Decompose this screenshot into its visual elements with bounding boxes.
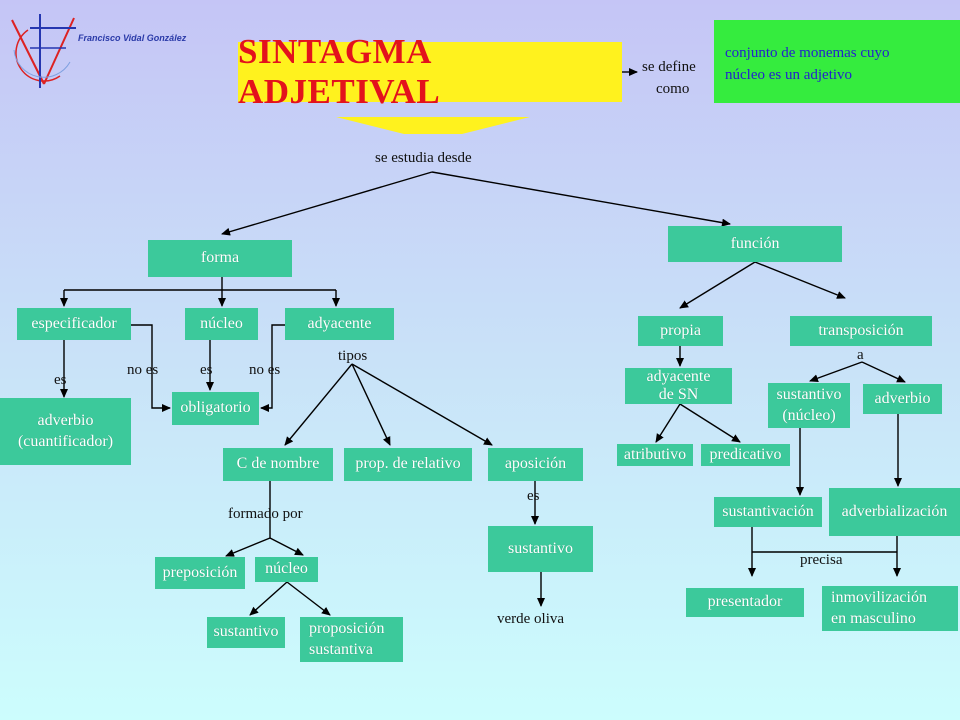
connector-arrow <box>286 581 331 616</box>
node-label: sustantivo <box>508 539 573 557</box>
node-label: adyacente <box>307 314 372 332</box>
root-label: se estudia desde <box>375 150 472 166</box>
node-sustantivacion: sustantivación <box>714 497 822 527</box>
node-label: predicativo <box>709 445 782 463</box>
node-c-de-nombre: C de nombre <box>223 448 333 481</box>
node-adyacente: adyacente <box>285 308 394 340</box>
node-label: (núcleo) <box>782 406 836 424</box>
node-forma: forma <box>148 240 292 277</box>
node-label: proposición <box>309 619 385 637</box>
connector-arrow <box>284 363 353 446</box>
connector-arrow <box>679 403 741 443</box>
node-label: prop. de relativo <box>355 455 461 473</box>
node-label: sustantivación <box>722 502 814 520</box>
node-obligatorio: obligatorio <box>172 392 259 425</box>
logo-stroke <box>15 29 61 82</box>
node-label: en masculino <box>831 609 916 627</box>
title-pointer <box>336 117 530 134</box>
node-label: forma <box>200 249 240 267</box>
node-proposicion-sustantiva: proposición sustantiva <box>300 617 403 662</box>
connector-arrow <box>351 363 493 446</box>
define-connector-label: como <box>656 81 690 97</box>
node-sustantivo-nucleo: sustantivo (núcleo) <box>768 383 850 428</box>
edge-label-no-es: no es <box>127 362 159 378</box>
definition-text: núcleo es un adjetivo <box>725 67 853 83</box>
logo-stroke <box>13 49 71 78</box>
node-label: C de nombre <box>236 455 320 473</box>
node-label: sustantiva <box>309 640 373 658</box>
node-label: adyacente <box>646 367 711 385</box>
title-box: SINTAGMA ADJETIVAL <box>238 32 622 111</box>
node-especificador: especificador <box>17 308 131 340</box>
node-prop-de-relativo: prop. de relativo <box>344 448 472 481</box>
node-label: especificador <box>31 314 117 332</box>
node-aposicion: aposición <box>488 448 583 481</box>
connector-arrow <box>249 581 288 616</box>
node-nucleo-c: núcleo <box>255 557 318 582</box>
connector-arrow <box>260 324 285 412</box>
node-label: obligatorio <box>180 399 251 417</box>
node-label: adverbio <box>874 389 931 407</box>
node-inmovilizacion: inmovilización en masculino <box>822 586 958 631</box>
node-label: adverbialización <box>841 502 948 520</box>
node-adverbio: adverbio <box>863 384 942 414</box>
node-sustantivo-c: sustantivo <box>207 617 285 648</box>
node-presentador: presentador <box>686 588 804 617</box>
node-preposicion: preposición <box>155 557 245 589</box>
node-propia: propia <box>638 316 723 346</box>
node-sustantivo-aposicion: sustantivo <box>488 526 593 572</box>
node-predicativo: predicativo <box>701 444 790 466</box>
connector-arrow <box>861 361 906 383</box>
example-label: verde oliva <box>497 611 565 627</box>
node-adverbio-cuantificador: adverbio (cuantificador) <box>0 398 131 465</box>
node-label: presentador <box>707 593 783 611</box>
page-title: SINTAGMA ADJETIVAL <box>238 32 441 111</box>
connector-arrow <box>269 537 304 556</box>
edge-label-tipos: tipos <box>338 348 368 364</box>
connector-arrow <box>351 363 391 446</box>
connector-arrow <box>655 403 681 443</box>
edge-label-a: a <box>857 347 864 363</box>
node-label: núcleo <box>265 560 308 578</box>
edge-label-no-es: no es <box>249 362 281 378</box>
logo <box>11 14 76 88</box>
node-label: función <box>730 234 780 252</box>
edge-label-precisa: precisa <box>800 552 843 568</box>
definition-box: conjunto de monemas cuyo núcleo es un ad… <box>714 20 960 103</box>
node-adyacente-de-sn: adyacente de SN <box>625 368 732 404</box>
node-label: inmovilización <box>831 588 927 606</box>
connector-arrow <box>221 171 433 236</box>
connector-arrow <box>754 261 846 299</box>
node-label: sustantivo <box>776 385 842 403</box>
node-funcion: función <box>668 226 842 262</box>
logo-author-text: Francisco Vidal González <box>78 33 187 43</box>
edge-label-formado-por: formado por <box>228 506 303 522</box>
node-label: adverbio <box>37 411 94 429</box>
connector-arrow <box>679 261 756 309</box>
node-atributivo: atributivo <box>617 444 693 466</box>
node-label: de SN <box>658 386 699 403</box>
node-label: núcleo <box>200 314 243 332</box>
connector-arrow <box>431 171 731 227</box>
connector-arrow <box>809 361 863 383</box>
node-adverbializacion: adverbialización <box>829 488 960 536</box>
node-label: preposición <box>162 563 238 581</box>
edge-label-es: es <box>200 362 213 378</box>
node-nucleo: núcleo <box>185 308 258 340</box>
connector-arrow <box>131 324 171 412</box>
node-label: sustantivo <box>213 623 279 641</box>
node-label: (cuantificador) <box>17 432 114 450</box>
definition-text: conjunto de monemas cuyo <box>725 45 890 61</box>
logo-stroke <box>11 19 45 85</box>
node-transposicion: transposición <box>790 316 932 346</box>
node-label: propia <box>660 321 701 339</box>
node-label: atributivo <box>623 445 687 463</box>
node-label: transposición <box>818 321 904 339</box>
node-label: aposición <box>504 455 567 473</box>
define-connector-label: se define <box>642 59 696 75</box>
edge-label-es: es <box>527 488 540 504</box>
connector-arrow <box>225 537 271 557</box>
edge-label-es: es <box>54 372 67 388</box>
